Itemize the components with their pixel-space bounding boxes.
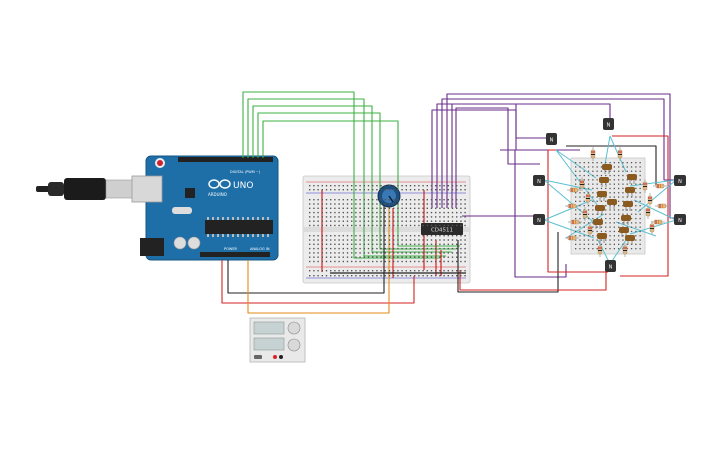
- resistor[interactable]: [597, 243, 603, 257]
- transistor-left-upper[interactable]: N: [533, 175, 545, 186]
- resistor[interactable]: [568, 219, 582, 225]
- power-jack: [140, 238, 164, 256]
- transistor-top-right[interactable]: N: [603, 118, 614, 130]
- led-segment[interactable]: [602, 164, 612, 174]
- analog-power-header: [200, 252, 270, 257]
- resistor[interactable]: [617, 147, 623, 161]
- usb-port: [131, 175, 163, 203]
- svg-text:N: N: [537, 179, 541, 185]
- resistor[interactable]: [642, 179, 648, 193]
- led-segment[interactable]: [627, 174, 637, 184]
- resistor[interactable]: [579, 177, 585, 191]
- led-segment[interactable]: [593, 219, 603, 229]
- negative-terminal[interactable]: [279, 355, 283, 359]
- led-segment[interactable]: [625, 187, 635, 197]
- orange-wire[interactable]: [247, 205, 390, 314]
- potentiometer[interactable]: [377, 184, 401, 208]
- transistor-right-lower[interactable]: N: [674, 214, 686, 225]
- black-wires[interactable]: [227, 145, 657, 294]
- crystal: [172, 207, 192, 214]
- led-segment[interactable]: [597, 191, 607, 201]
- resistor[interactable]: [645, 205, 651, 219]
- led-segments: [593, 164, 637, 245]
- resistor[interactable]: [582, 207, 588, 221]
- transistor-right-upper[interactable]: N: [674, 175, 686, 186]
- resistor[interactable]: [651, 219, 665, 225]
- svg-text:N: N: [678, 179, 682, 185]
- led-segment[interactable]: [623, 201, 633, 211]
- digital-header: [178, 157, 273, 162]
- arduino-logo-icon: [208, 179, 231, 189]
- arduino-uno-board[interactable]: UNO ARDUINO DIGITAL (PWM ~) POWER ANALOG…: [131, 155, 279, 261]
- resistor[interactable]: [587, 223, 593, 237]
- wires: [221, 91, 680, 314]
- current-knob[interactable]: [287, 338, 301, 352]
- led-segment[interactable]: [595, 205, 605, 215]
- purple-wires[interactable]: [431, 93, 680, 278]
- resistor[interactable]: [649, 221, 655, 235]
- led-segment[interactable]: [607, 199, 617, 209]
- resistor[interactable]: [653, 183, 667, 189]
- transistors: N N N N N N N: [533, 118, 686, 272]
- analog-header-label: ANALOG IN: [250, 247, 270, 251]
- board-brand-label: ARDUINO: [208, 192, 227, 197]
- svg-text:N: N: [537, 218, 541, 224]
- atmega-chip: [205, 220, 273, 234]
- resistors: [565, 147, 669, 257]
- green-wires[interactable]: [242, 91, 460, 259]
- resistor[interactable]: [565, 203, 579, 209]
- digital-header-label: DIGITAL (PWM ~): [230, 170, 261, 174]
- power-switch[interactable]: [254, 355, 262, 359]
- cyan-wires[interactable]: [543, 135, 677, 265]
- capacitor: [187, 236, 201, 250]
- resistor[interactable]: [565, 235, 579, 241]
- led-segment[interactable]: [621, 215, 631, 225]
- resistor[interactable]: [655, 203, 669, 209]
- capacitor: [173, 236, 187, 250]
- transistor-bottom[interactable]: N: [605, 260, 616, 272]
- ic-label: CD4511: [431, 228, 453, 234]
- resistor[interactable]: [590, 147, 596, 161]
- resistor[interactable]: [647, 193, 653, 207]
- voltage-knob[interactable]: [287, 321, 301, 335]
- svg-text:N: N: [609, 265, 613, 271]
- resistor[interactable]: [622, 243, 628, 257]
- led-segment[interactable]: [597, 233, 607, 243]
- breadboard-holes: [309, 185, 466, 277]
- current-display: [253, 337, 285, 351]
- resistor[interactable]: [567, 187, 581, 193]
- svg-text:N: N: [607, 123, 611, 129]
- positive-terminal[interactable]: [273, 355, 277, 359]
- svg-text:N: N: [678, 218, 682, 224]
- board-model-label: UNO: [233, 181, 253, 191]
- led-segment[interactable]: [599, 177, 609, 187]
- power-header-label: POWER: [224, 247, 238, 251]
- power-supply[interactable]: [249, 317, 306, 363]
- resistor[interactable]: [585, 191, 591, 205]
- svg-text:N: N: [550, 138, 554, 144]
- led-segment[interactable]: [625, 235, 635, 245]
- usb-cable[interactable]: [36, 178, 137, 200]
- transistor-top-left[interactable]: N: [546, 133, 557, 145]
- voltage-display: [253, 321, 285, 335]
- transistor-left-lower[interactable]: N: [533, 214, 545, 225]
